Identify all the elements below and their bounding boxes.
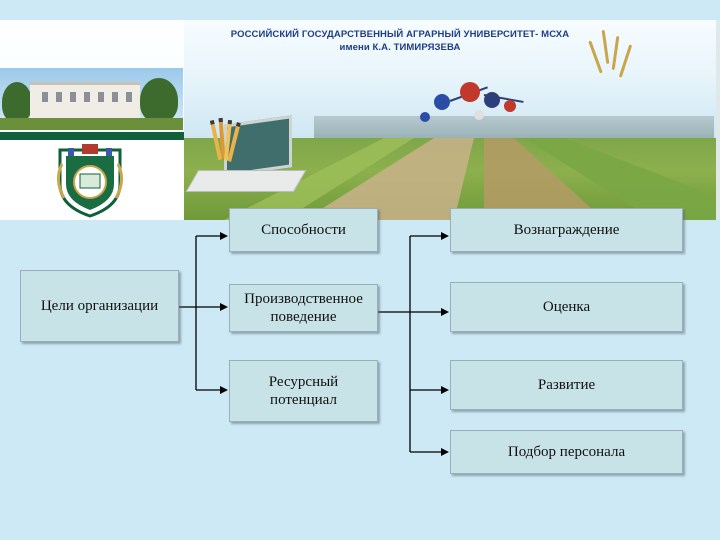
box-label: Цели организации	[40, 298, 159, 314]
box-label: Вознаграждение	[513, 222, 620, 238]
arrowhead-ocenka	[441, 308, 449, 316]
box-resursny-potencial: Ресурсный потенциал	[229, 360, 378, 422]
university-title-line2: имени К.А. ТИМИРЯЗЕВА	[339, 42, 461, 53]
box-label: Оценка	[542, 299, 591, 315]
box-label: Развитие	[537, 377, 596, 393]
box-razvitie: Развитие	[450, 360, 683, 410]
box-proizvodstvennoe-povedenie: Производственное поведение	[229, 284, 378, 332]
field-photo: РОССИЙСКИЙ ГОСУДАРСТВЕННЫЙ АГРАРНЫЙ УНИВ…	[184, 20, 720, 220]
palace-building	[30, 82, 140, 122]
campus-photo	[0, 68, 183, 130]
arrowhead-sposobnosti	[220, 232, 228, 240]
emblem-panel	[0, 140, 184, 220]
box-label: Производственное поведение	[244, 291, 363, 325]
university-title-line1: РОССИЙСКИЙ ГОСУДАРСТВЕННЫЙ АГРАРНЫЙ УНИВ…	[230, 29, 570, 40]
box-label: Ресурсный потенциал	[268, 374, 339, 408]
box-podbor-personala: Подбор персонала	[450, 430, 683, 474]
city-skyline	[314, 116, 714, 140]
box-sposobnosti: Способности	[229, 208, 378, 252]
field-stripes	[224, 138, 720, 220]
university-title: РОССИЙСКИЙ ГОСУДАРСТВЕННЫЙ АГРАРНЫЙ УНИВ…	[205, 28, 595, 54]
box-label: Способности	[261, 222, 346, 238]
header-banner: РОССИЙСКИЙ ГОСУДАРСТВЕННЫЙ АГРАРНЫЙ УНИВ…	[0, 20, 720, 220]
university-emblem-icon	[57, 144, 123, 218]
arrowhead-voznag	[441, 232, 449, 240]
box-celi-organizacii: Цели организации	[20, 270, 179, 342]
box-label: Подбор персонала	[507, 444, 626, 460]
box-ocenka: Оценка	[450, 282, 683, 332]
arrowhead-razvitie	[441, 386, 449, 394]
arrowhead-resursny	[220, 386, 228, 394]
green-divider	[0, 132, 184, 140]
arrowhead-podbor	[441, 448, 449, 456]
arrowhead-proizv	[220, 303, 228, 311]
box-voznagrazhdenie: Вознаграждение	[450, 208, 683, 252]
